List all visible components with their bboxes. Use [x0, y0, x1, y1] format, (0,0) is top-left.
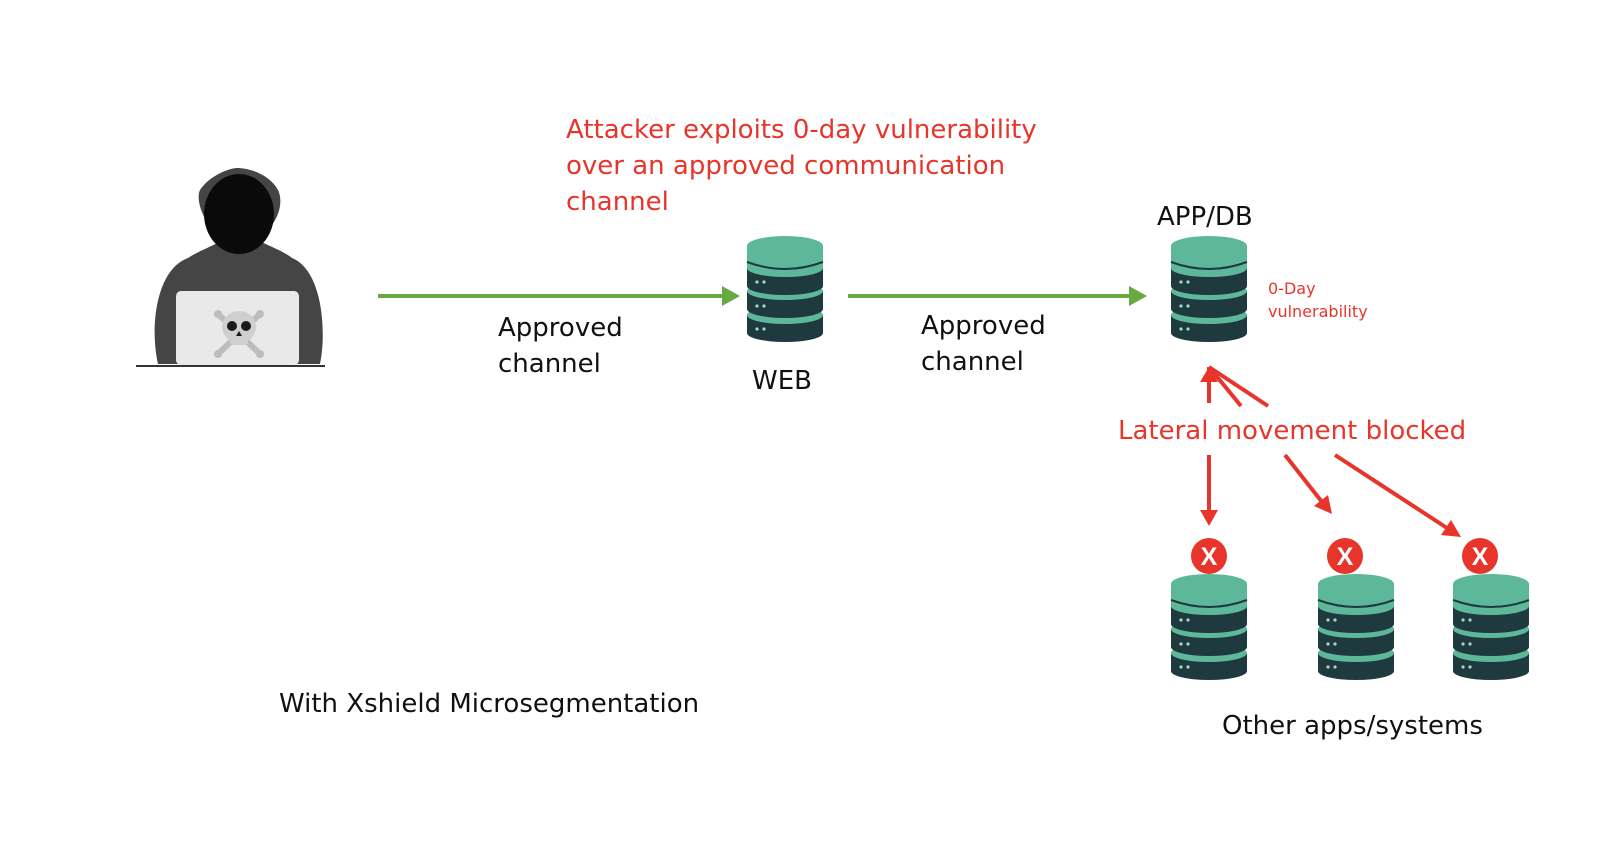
lateral-arrows [1200, 365, 1461, 537]
attacker-note-line-3: channel [566, 187, 669, 217]
blocked-x-text-2: X [1337, 543, 1354, 571]
channel-1-line-1: Approved [498, 313, 623, 343]
approved-arrow-2 [848, 286, 1147, 306]
channel-1-label: Approved channel [498, 310, 623, 382]
channel-2-line-1: Approved [921, 311, 1046, 341]
attacker-note: Attacker exploits 0-day vulnerability ov… [566, 112, 1037, 220]
web-database-icon [746, 235, 824, 343]
channel-2-label: Approved channel [921, 308, 1046, 380]
channel-1-line-2: channel [498, 349, 601, 379]
web-label: WEB [752, 366, 812, 396]
blocked-x-text-1: X [1201, 543, 1218, 571]
other-systems-label: Other apps/systems [1222, 711, 1483, 741]
blocked-x-icon-2: X [1327, 538, 1363, 574]
blocked-x-icon-1: X [1191, 538, 1227, 574]
approved-arrow-1 [378, 286, 740, 306]
other-database-icon-1 [1170, 573, 1248, 681]
vulnerability-line-1: 0-Day [1268, 279, 1316, 298]
hacker-icon [136, 168, 325, 367]
footer-label: With Xshield Microsegmentation [279, 689, 700, 719]
appdb-label: APP/DB [1157, 202, 1253, 232]
blocked-x-text-3: X [1472, 543, 1489, 571]
channel-2-line-2: channel [921, 347, 1024, 377]
other-database-icon-3 [1452, 573, 1530, 681]
vulnerability-line-2: vulnerability [1268, 302, 1368, 321]
attacker-note-line-2: over an approved communication [566, 151, 1006, 181]
appdb-database-icon [1170, 235, 1248, 343]
vulnerability-label: 0-Day vulnerability [1268, 277, 1368, 323]
skull-icon [214, 310, 264, 358]
other-database-icon-2 [1317, 573, 1395, 681]
blocked-x-icon-3: X [1462, 538, 1498, 574]
attacker-note-line-1: Attacker exploits 0-day vulnerability [566, 115, 1037, 145]
lateral-movement-label: Lateral movement blocked [1118, 416, 1467, 446]
